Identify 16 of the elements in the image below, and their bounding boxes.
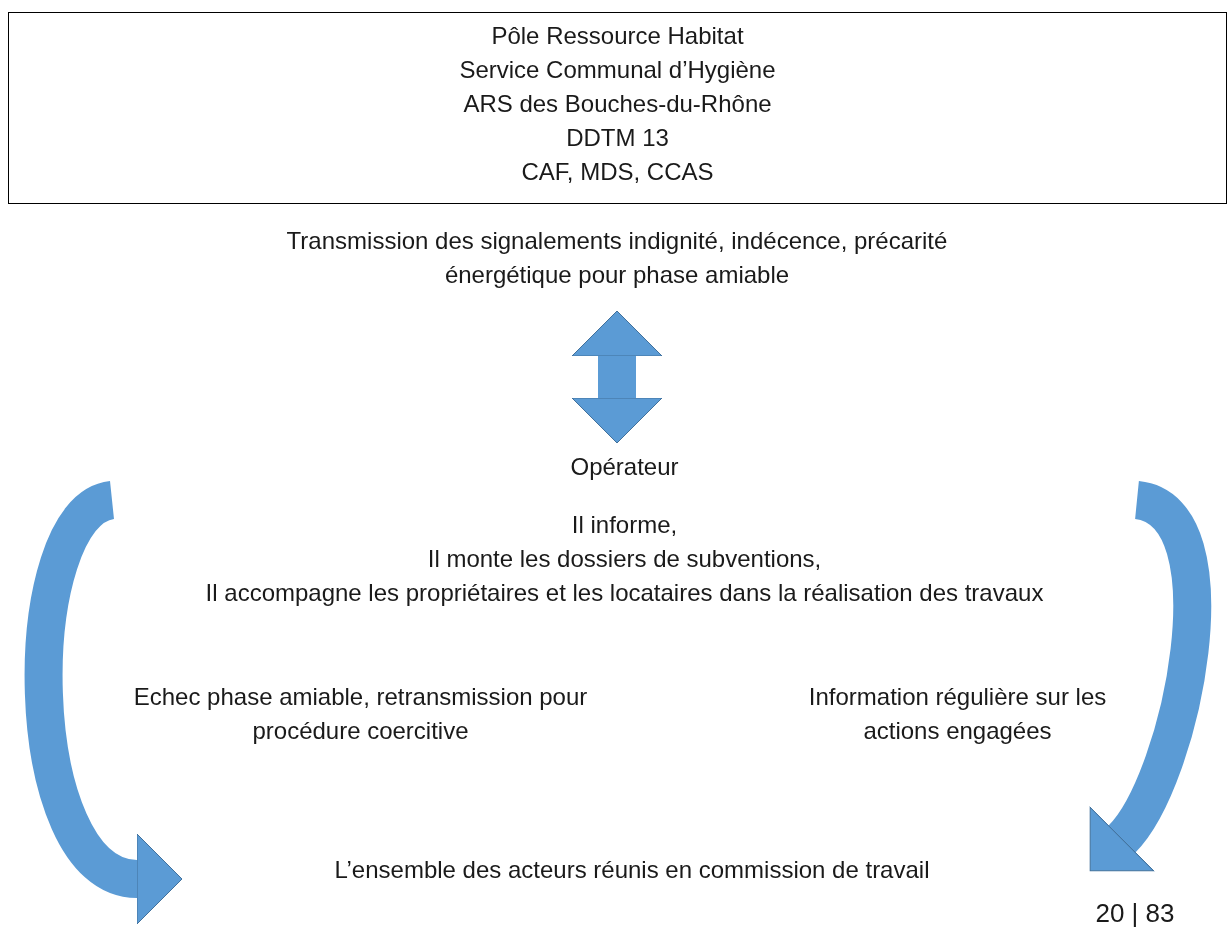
organisations-box bbox=[8, 12, 1227, 204]
organisation-name: CAF, MDS, CCAS bbox=[520, 157, 715, 187]
double-arrow bbox=[571, 310, 663, 444]
operator-task: Il informe, bbox=[570, 510, 679, 540]
operator-task: Il accompagne les propriétaires et les locataires dans la réalisation des travaux bbox=[204, 578, 1045, 608]
edge-label: Echec phase amiable, retransmission pour procédure coercitive bbox=[132, 682, 589, 746]
operator-title: Opérateur bbox=[569, 452, 680, 482]
transmission-text: Transmission des signalements indignité, indécence, précarité énergétique pour phase amiable bbox=[285, 226, 949, 290]
organisation-name: Pôle Ressource Habitat bbox=[490, 21, 745, 51]
page-number: 20 | 83 bbox=[1094, 897, 1176, 927]
operator-task: Il monte les dossiers de subventions, bbox=[426, 544, 823, 574]
organisation-name: ARS des Bouches-du-Rhône bbox=[462, 89, 773, 119]
commission-text: L’ensemble des acteurs réunis en commission de travail bbox=[333, 855, 931, 885]
organisation-name: Service Communal d’Hygiène bbox=[458, 55, 777, 85]
edge-label: Information régulière sur les actions engagées bbox=[807, 682, 1108, 746]
organisation-name: DDTM 13 bbox=[565, 123, 670, 153]
